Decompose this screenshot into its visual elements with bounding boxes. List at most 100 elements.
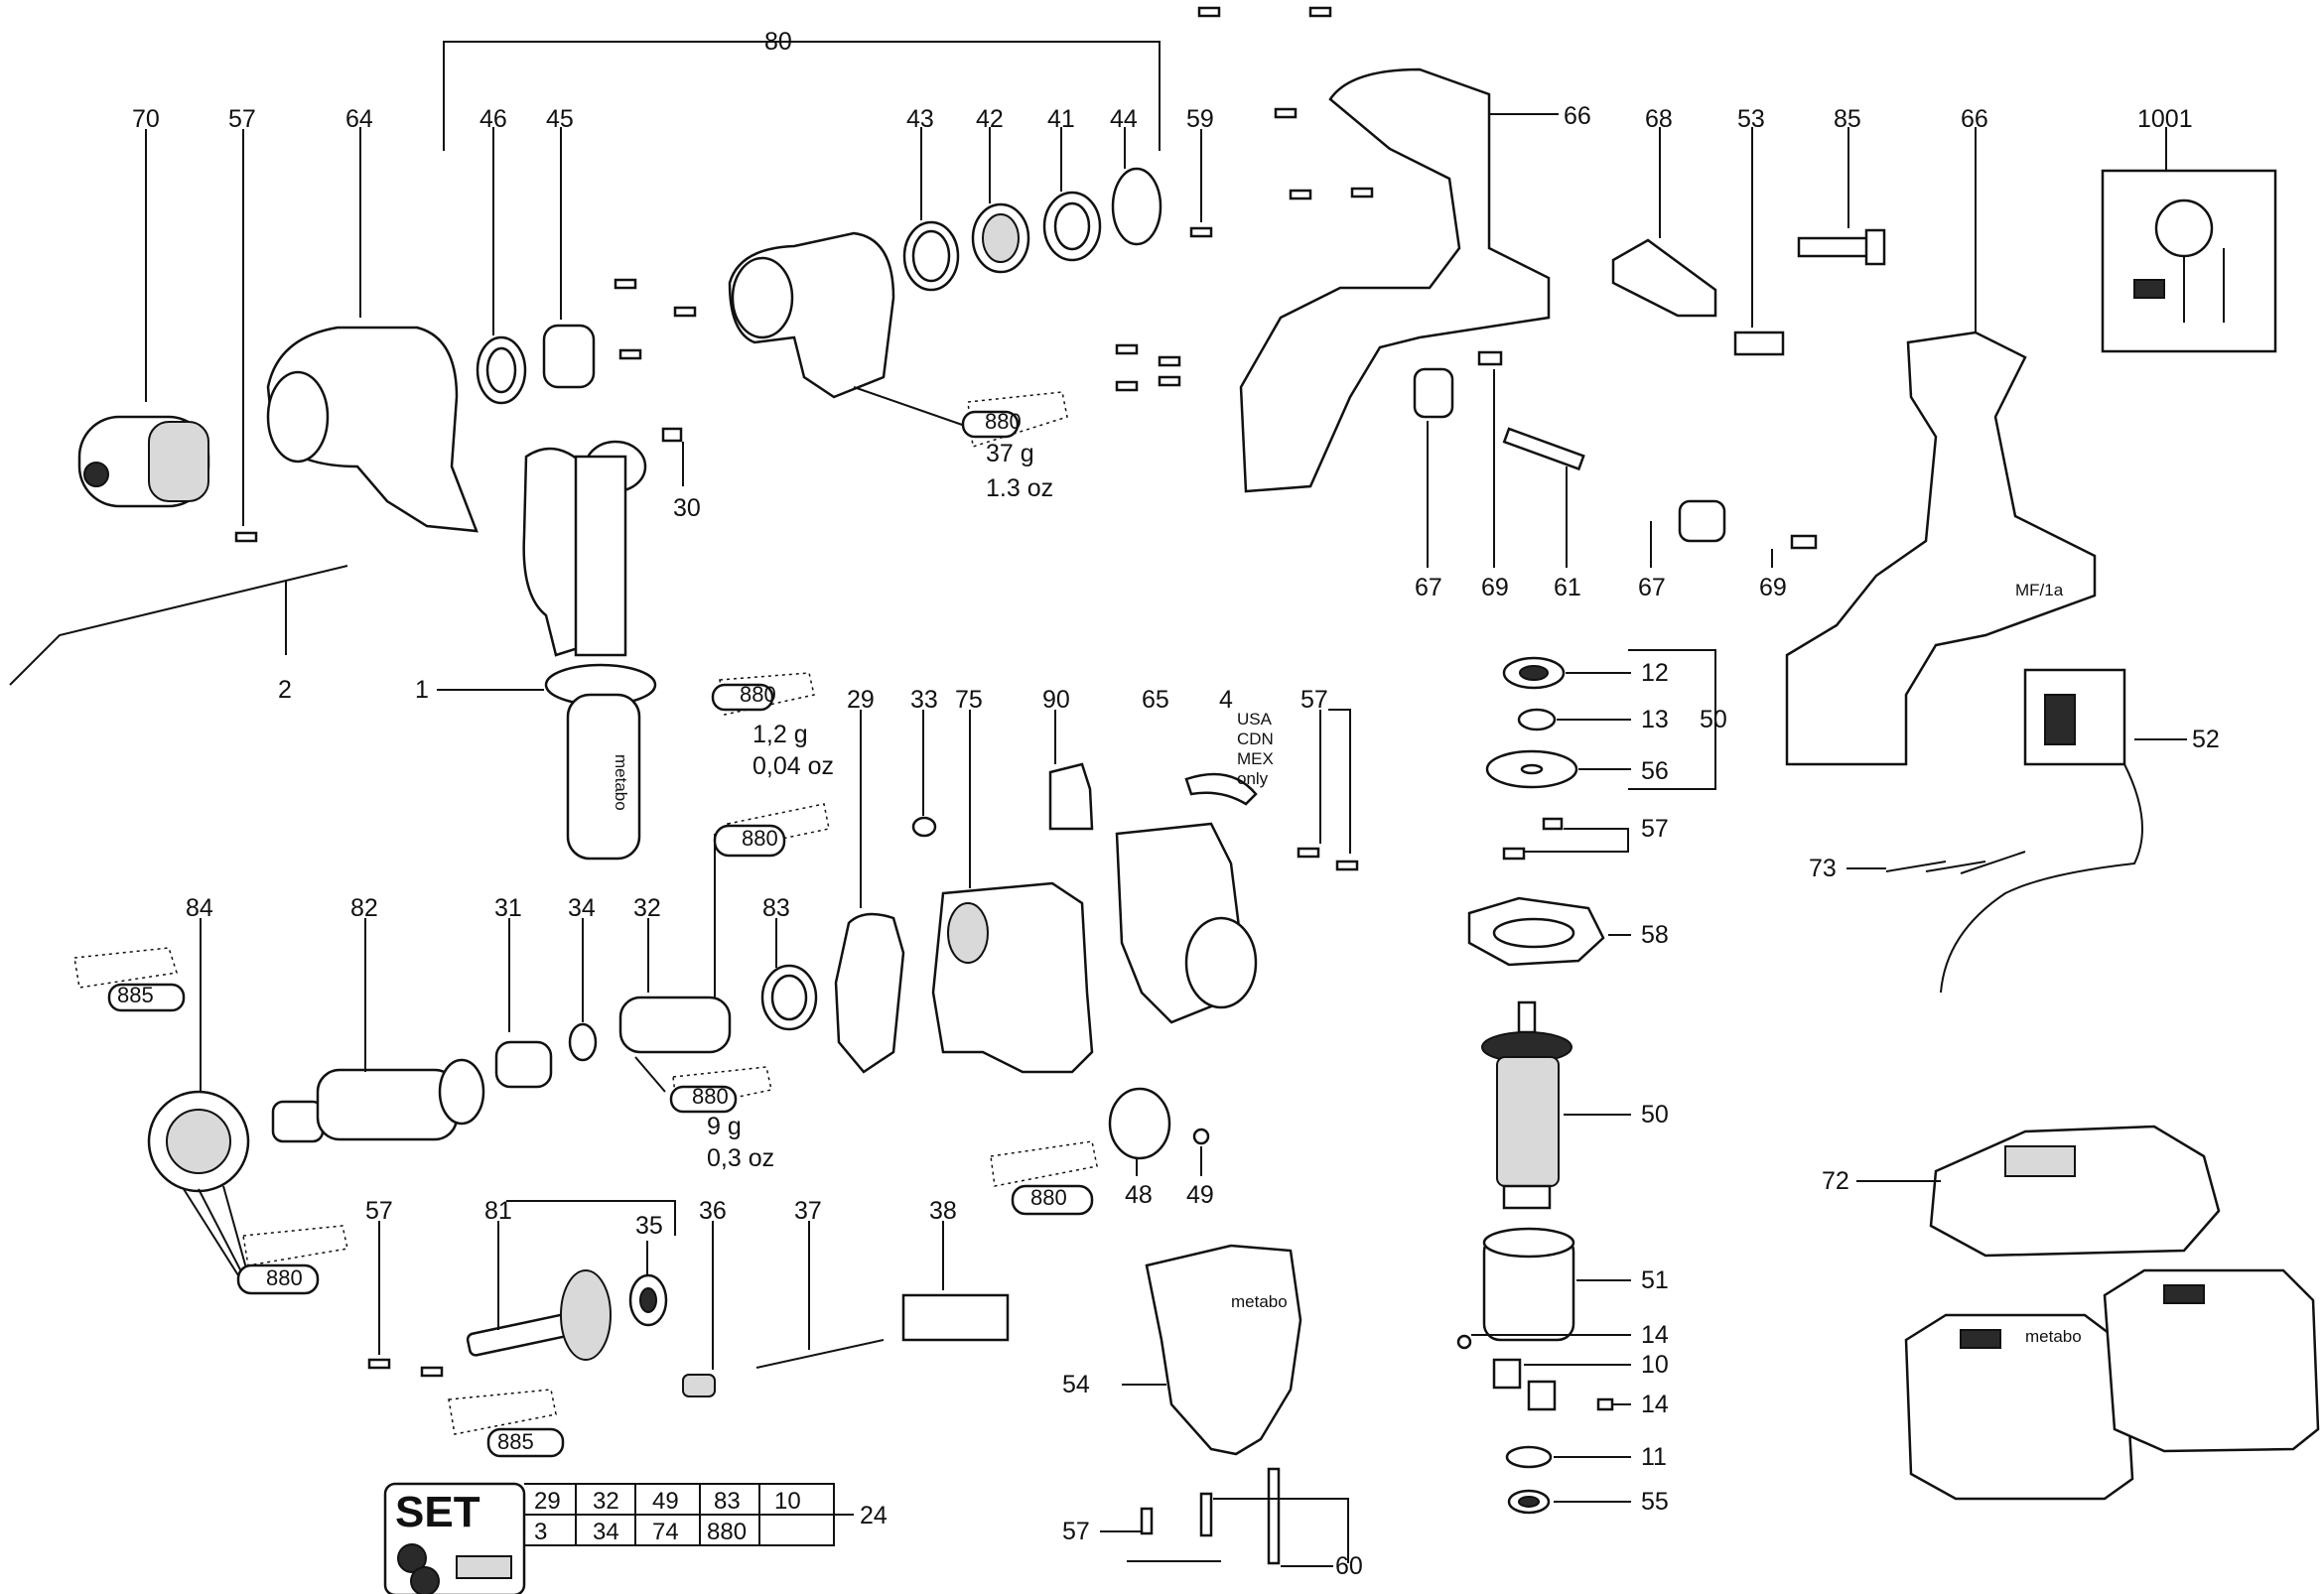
callout-11: 11 xyxy=(1641,1443,1667,1471)
part-72-battery-adapter: 72 xyxy=(1822,1125,2221,1258)
callout-57-d: 57 xyxy=(365,1197,393,1225)
set-title: SET xyxy=(395,1488,480,1536)
callout-34: 34 xyxy=(568,894,596,922)
grip-model-text: MF/1a xyxy=(2015,581,2064,599)
callout-55: 55 xyxy=(1641,1488,1669,1516)
callout-33: 33 xyxy=(910,686,938,714)
part-12-bearing: 12 xyxy=(1502,656,1669,690)
set-cell-r1c2: 32 xyxy=(593,1488,619,1515)
callout-48: 48 xyxy=(1125,1181,1153,1209)
callout-37: 37 xyxy=(794,1197,822,1225)
weight-note-37g: 37 g xyxy=(986,440,1034,467)
callout-83: 83 xyxy=(762,894,790,922)
part-75-gearbox: 75 xyxy=(931,686,1094,1074)
callout-70: 70 xyxy=(132,105,160,133)
part-69-pin-a: 69 xyxy=(1477,350,1509,601)
battery-brand-text: metabo xyxy=(2025,1327,2082,1346)
part-10-brushes: 10 xyxy=(1492,1351,1669,1411)
part-64-front-housing: 64 xyxy=(266,105,478,533)
callout-61: 61 xyxy=(1554,574,1581,601)
part-53-switch: 53 xyxy=(1733,105,1785,356)
callout-43: 43 xyxy=(906,105,934,133)
callout-32: 32 xyxy=(633,894,661,922)
part-73-pins: 73 xyxy=(1809,851,2026,882)
part-52-switch-assembly: 52 xyxy=(1940,668,2220,994)
callout-72: 72 xyxy=(1822,1167,1849,1195)
part-30-screw: 30 xyxy=(661,427,701,522)
weight-note-9g: 9 g xyxy=(707,1113,742,1140)
part-68-grip-insert: 68 xyxy=(1611,105,1717,318)
part-4-label: 4 USA CDN MEX only xyxy=(1184,686,1274,806)
callout-64: 64 xyxy=(345,105,373,133)
callout-51: 51 xyxy=(1641,1266,1669,1294)
set-cell-r2c4: 880 xyxy=(707,1519,747,1545)
callout-65: 65 xyxy=(1142,686,1169,714)
callout-10: 10 xyxy=(1641,1351,1669,1379)
region-only: only xyxy=(1237,769,1269,788)
callout-52: 52 xyxy=(2192,726,2220,753)
callout-56: 56 xyxy=(1641,757,1669,785)
callout-69-b: 69 xyxy=(1759,574,1787,601)
part-65-motor-cover: 65 xyxy=(1115,686,1258,1024)
callout-31: 31 xyxy=(494,894,522,922)
callout-24: 24 xyxy=(860,1502,888,1529)
part-61-shaft: 61 xyxy=(1502,427,1585,601)
grease-label-880-b: 880 xyxy=(740,682,776,707)
part-84-clutch: 84 xyxy=(147,894,250,1276)
housing-brand-text: metabo xyxy=(1231,1292,1288,1311)
callout-4: 4 xyxy=(1219,686,1233,714)
weight-note-1-2g: 1,2 g xyxy=(752,721,808,748)
grease-tube-880-d: 880 xyxy=(236,1225,348,1295)
callout-30: 30 xyxy=(673,494,701,522)
callout-29: 29 xyxy=(847,686,875,714)
part-55-bearing: 55 xyxy=(1507,1488,1669,1516)
weight-note-0-3oz: 0,3 oz xyxy=(707,1144,774,1172)
callout-54: 54 xyxy=(1062,1371,1090,1398)
grease-tube-880-f: 880 xyxy=(990,1140,1098,1216)
part-59-screws: 59 xyxy=(1115,6,1374,392)
small-screws-top xyxy=(614,278,697,360)
part-50-armature: 50 xyxy=(1481,1000,1669,1210)
part-57-screws-b: 57 xyxy=(1297,686,1359,871)
callout-60: 60 xyxy=(1335,1552,1363,1580)
part-38-switch-lever: 38 xyxy=(901,1197,1010,1342)
part-67-spacer-b: 67 xyxy=(1638,499,1726,601)
callout-46: 46 xyxy=(479,105,507,133)
weight-note-1-3oz: 1.3 oz xyxy=(986,474,1053,502)
set-cell-r1c3: 49 xyxy=(652,1488,679,1515)
part-58-brush-plate: 58 xyxy=(1467,896,1669,967)
part-57-screws-c: 57 xyxy=(1502,815,1669,861)
part-29-gasket: 29 xyxy=(834,686,905,1074)
part-41-nut: 41 xyxy=(1042,105,1102,262)
weight-note-0-04oz: 0,04 oz xyxy=(752,752,834,780)
part-69-pin-b: 69 xyxy=(1759,534,1818,601)
part-81-gear-shaft: 81 xyxy=(466,1197,676,1361)
set-cell-r2c1: 3 xyxy=(534,1519,547,1545)
callout-85: 85 xyxy=(1834,105,1861,133)
part-56-disc: 56 xyxy=(1485,749,1669,789)
battery-packs: metabo xyxy=(1904,1268,2320,1501)
part-85-bolt: 85 xyxy=(1797,105,1886,266)
grease-label-885-b: 885 xyxy=(497,1429,534,1454)
callout-2: 2 xyxy=(278,676,292,704)
callout-41: 41 xyxy=(1047,105,1075,133)
part-82-spindle: 82 xyxy=(271,894,485,1143)
grease-label-880-e: 880 xyxy=(692,1084,729,1109)
callout-57-c: 57 xyxy=(1641,815,1669,843)
part-45-sleeve: 45 xyxy=(542,105,596,389)
callout-38: 38 xyxy=(929,1197,957,1225)
group-bracket-80: 80 xyxy=(443,28,1161,151)
detail-1001-wiring: 1001 xyxy=(2101,105,2277,353)
callout-35: 35 xyxy=(635,1212,663,1240)
region-usa: USA xyxy=(1237,710,1273,729)
grease-label-885-a: 885 xyxy=(117,983,154,1007)
part-60-long-screw: 60 xyxy=(1213,1467,1363,1580)
grease-label-880-a: 880 xyxy=(985,409,1022,434)
callout-68: 68 xyxy=(1645,105,1673,133)
callout-82: 82 xyxy=(350,894,378,922)
callout-66-a: 66 xyxy=(1564,102,1591,130)
part-44-circlip: 44 xyxy=(1110,105,1162,246)
grease-tube-880-e: 880 9 g 0,3 oz xyxy=(634,1056,774,1172)
grease-tube-885-b: 885 xyxy=(448,1389,565,1458)
